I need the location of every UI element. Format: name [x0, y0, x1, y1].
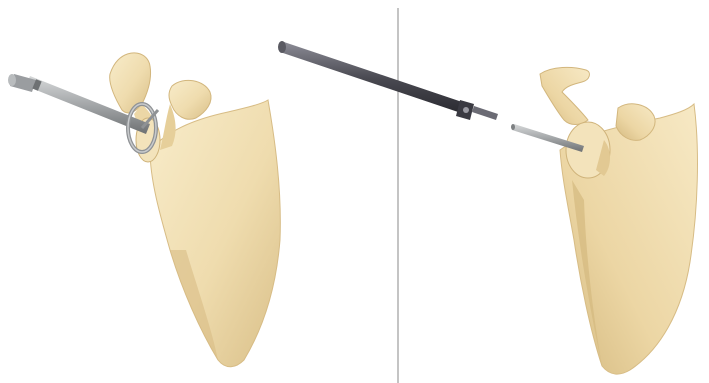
- left-scapula-icon: [110, 53, 281, 367]
- right-scapula-icon: [540, 67, 697, 374]
- reamer-shaft-icon: [278, 41, 498, 120]
